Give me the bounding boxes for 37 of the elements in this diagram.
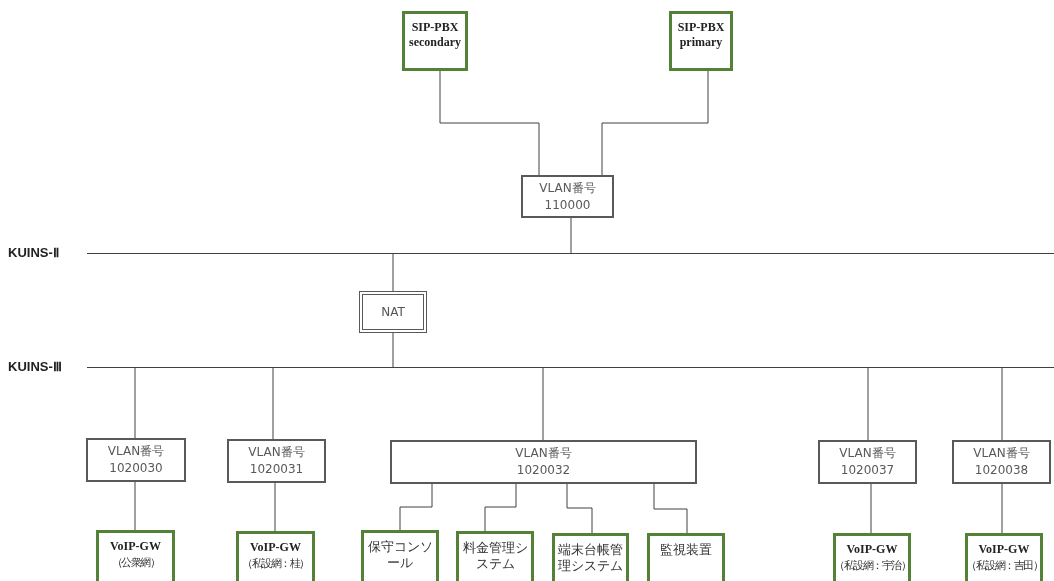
connector-line: [439, 70, 540, 176]
connector-line: [601, 70, 709, 176]
connector-line: [653, 483, 688, 534]
device-box: VoIP-GW （私設網：宇治）: [833, 533, 911, 581]
connector-line: [484, 483, 517, 532]
connector-line: [272, 366, 274, 440]
connector-line: [542, 366, 544, 441]
nat-box: NAT: [359, 291, 427, 333]
vlan-box: VLAN番号 1020032: [390, 440, 697, 484]
server-box: SIP-PBX secondary: [402, 11, 468, 71]
connector-line: [870, 483, 872, 534]
device-box: 端末台帳管理システム: [552, 533, 629, 581]
connector-line: [1001, 483, 1003, 534]
network-label: KUINS-Ⅱ: [8, 245, 59, 261]
connector-line: [274, 482, 276, 532]
connector-line: [399, 483, 433, 531]
device-box: VoIP-GW （公衆網）: [96, 530, 175, 581]
server-box: SIP-PBX primary: [669, 11, 733, 71]
device-box: 料金管理システム: [456, 531, 534, 581]
device-box: VoIP-GW （私設網：吉田）: [965, 533, 1043, 581]
connector-line: [134, 481, 136, 531]
device-box: 保守コンソール: [361, 530, 439, 581]
connector-line: [566, 483, 593, 534]
connector-line: [1001, 366, 1003, 441]
vlan-box: VLAN番号 1020031: [227, 439, 326, 483]
connector-line: [392, 252, 394, 292]
network-label: KUINS-Ⅲ: [8, 359, 62, 375]
connector-line: [570, 217, 572, 254]
connector-line: [867, 366, 869, 441]
connector-line: [134, 366, 136, 439]
vlan-box: VLAN番号 1020037: [818, 440, 917, 484]
device-box: VoIP-GW （私設網：桂）: [236, 531, 315, 581]
vlan-box: VLAN番号 110000: [521, 175, 614, 218]
vlan-box: VLAN番号 1020038: [952, 440, 1051, 484]
vlan-box: VLAN番号 1020030: [86, 438, 186, 482]
connector-line: [392, 332, 394, 368]
device-box: 監視装置: [647, 533, 725, 581]
